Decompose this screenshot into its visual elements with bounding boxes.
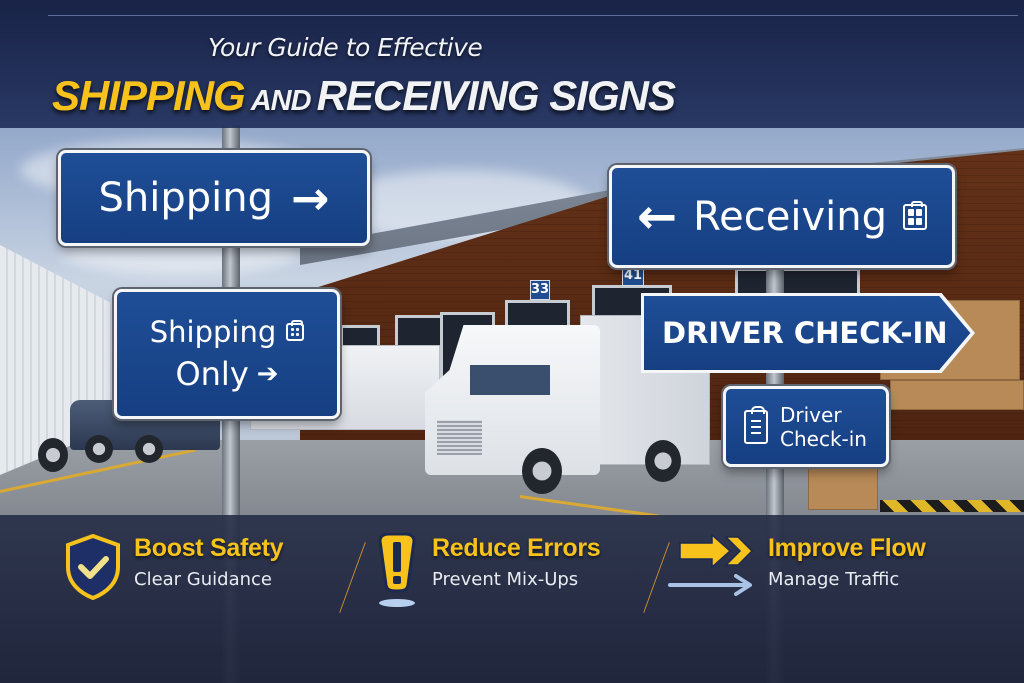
grid-clipboard-icon	[286, 320, 305, 341]
driver-checkin-pointer-label: DRIVER CHECK-IN	[662, 316, 948, 350]
double-arrow-icon	[668, 533, 754, 596]
grid-clipboard-icon	[903, 200, 928, 230]
driver-checkin-line1: Driver	[780, 402, 842, 427]
wheel	[85, 435, 113, 463]
arrow-right-icon: ➔	[256, 359, 279, 389]
dock-number-plate: 33	[530, 280, 550, 300]
receiving-sign: ← Receiving	[609, 165, 955, 268]
driver-checkin-pointer-sign: DRIVER CHECK-IN	[641, 293, 975, 373]
shipping-sign: Shipping →	[58, 150, 370, 246]
shield-check-icon	[66, 533, 120, 601]
truck-windshield	[470, 365, 550, 395]
title-highlight: SHIPPING	[52, 72, 246, 119]
shipping-only-sign: Shipping Only ➔	[114, 289, 340, 419]
benefit-title: Reduce Errors	[432, 534, 601, 562]
wheel	[135, 435, 163, 463]
title-connector: AND	[250, 85, 312, 117]
page-subtitle: Your Guide to Effective	[208, 33, 483, 62]
shipping-only-line2: Only	[175, 355, 249, 393]
benefit-title: Boost Safety	[134, 534, 284, 562]
arrow-left-icon: ←	[636, 188, 678, 245]
benefit-subtitle: Manage Traffic	[768, 569, 900, 590]
cargo-boxes	[808, 460, 878, 510]
benefit-improve-flow: Improve Flow Manage Traffic	[668, 533, 926, 597]
shipping-sign-label: Shipping	[98, 175, 273, 221]
wheel	[645, 440, 681, 482]
title-rest: RECEIVING SIGNS	[316, 72, 676, 119]
benefit-subtitle: Clear Guidance	[134, 569, 272, 590]
exclamation-icon	[378, 533, 416, 607]
safety-rail	[880, 500, 1024, 512]
driver-checkin-sign: Driver Check-in	[723, 386, 889, 467]
benefit-subtitle: Prevent Mix-Ups	[432, 569, 579, 590]
benefit-title: Improve Flow	[768, 534, 926, 562]
driver-checkin-line2: Check-in	[780, 426, 867, 451]
benefits-band	[0, 515, 1024, 683]
title-rule	[48, 15, 1018, 16]
dock-number-plate: 41	[622, 266, 644, 286]
shipping-only-line1: Shipping	[149, 315, 277, 349]
benefit-reduce-errors: Reduce Errors Prevent Mix-Ups	[374, 533, 601, 609]
cargo-boxes	[890, 380, 1024, 410]
benefit-boost-safety: Boost Safety Clear Guidance	[64, 533, 284, 601]
wheel	[38, 438, 68, 472]
truck-grill	[437, 420, 482, 455]
clipboard-list-icon	[744, 405, 768, 444]
wheel	[522, 448, 562, 494]
arrow-right-icon: →	[290, 171, 330, 225]
receiving-sign-label: Receiving	[693, 193, 888, 240]
